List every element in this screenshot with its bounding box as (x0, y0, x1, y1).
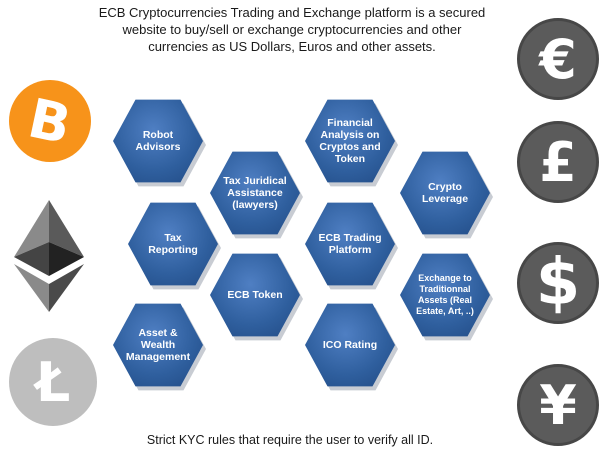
hex-crypto-leverage: Crypto Leverage (400, 148, 493, 239)
euro-icon: € (517, 18, 599, 100)
footer-text: Strict KYC rules that require the user t… (146, 433, 434, 447)
hex-robot-advisors: Robot Advisors (113, 96, 206, 187)
dollar-icon: $ (517, 242, 599, 324)
hex-ecb-trading-platform: ECB Trading Platform (305, 199, 398, 290)
pound-icon: £ (517, 121, 599, 203)
yen-icon: ¥ (517, 364, 599, 446)
hex-financial-analysis: Financial Analysis on Cryptos and Token (305, 96, 398, 187)
litecoin-icon: Ł (9, 338, 97, 426)
ethereum-icon (14, 200, 84, 312)
hex-ecb-token: ECB Token (210, 250, 303, 341)
hex-tax-reporting: Tax Reporting (128, 199, 221, 290)
intro-text: ECB Cryptocurrencies Trading and Exchang… (98, 5, 486, 54)
hex-tax-juridical-assistance: Tax Juridical Assistance (lawyers) (210, 148, 303, 239)
bitcoin-icon: B (9, 80, 91, 162)
hex-ico-rating: ICO Rating (305, 300, 398, 391)
hex-exchange-traditional-assets: Exchange to Traditionnal Assets (Real Es… (400, 250, 493, 341)
hex-asset-wealth-management: Asset & Wealth Management (113, 300, 206, 391)
